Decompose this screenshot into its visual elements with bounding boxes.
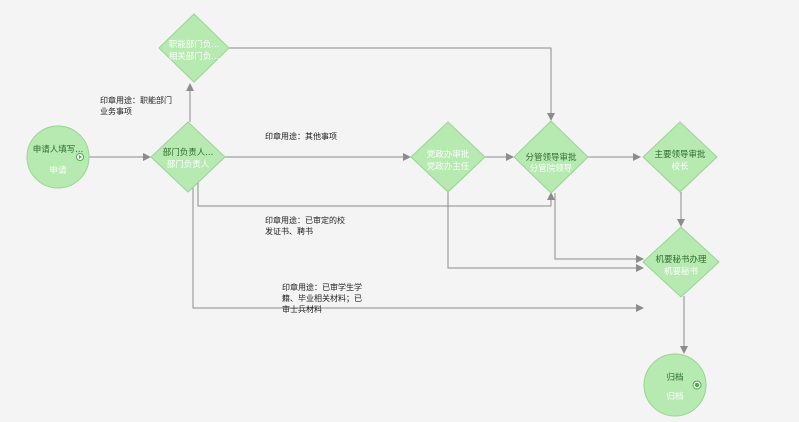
node-main-leader-line1: 主要领导审批 <box>654 149 706 160</box>
node-start-line1: 申请人填写... <box>33 144 84 155</box>
edge-label-approved-cert-1: 印章用途：已审定的校 <box>265 215 345 225</box>
end-marker-icon <box>692 380 702 390</box>
node-archive[interactable]: 归档 归档 <box>643 353 707 417</box>
edges <box>88 47 688 354</box>
node-archive-line2: 归档 <box>666 391 683 402</box>
node-main-leader[interactable]: 主要领导审批 校长 <box>642 121 718 193</box>
edge-dept-head-to-secretary <box>192 182 644 312</box>
node-start-line2: 申请 <box>49 165 67 176</box>
node-archive-line1: 归档 <box>666 372 683 383</box>
node-supervisor[interactable]: 分管领导审批 分管院领导 <box>513 120 589 194</box>
node-dept-head[interactable]: 部门负责人... 部门负责人 <box>150 121 226 193</box>
edge-label-student-materials-3: 审士兵材料 <box>282 304 322 314</box>
node-functional-dept[interactable]: 职能部门负... 相关部门负... <box>158 13 230 83</box>
edge-party-office-to-secretary <box>447 192 644 272</box>
edge-dept-head-to-supervisor-low <box>197 182 555 207</box>
node-main-leader-line2: 校长 <box>671 161 689 172</box>
node-secretary-line1: 机要秘书办理 <box>655 254 707 265</box>
edge-labels: 印章用途：职能部门 业务事项 印章用途：其他事项 印章用途：已审定的校 发证书、… <box>100 95 362 314</box>
node-supervisor-line2: 分管院领导 <box>530 163 573 174</box>
start-marker-icon <box>76 153 84 161</box>
node-secretary-line2: 机要秘书 <box>664 266 699 277</box>
node-functional-line2: 相关部门负... <box>169 51 220 62</box>
node-dept-head-line1: 部门负责人... <box>163 147 214 158</box>
node-party-office-line2: 党政办主任 <box>427 161 470 172</box>
node-dept-head-line2: 部门负责人 <box>167 159 210 170</box>
node-secretary[interactable]: 机要秘书办理 机要秘书 <box>642 226 720 298</box>
edge-label-approved-cert-2: 发证书、聘书 <box>265 226 313 236</box>
edge-label-student-materials-2: 籍、毕业相关材料；已 <box>282 293 362 303</box>
node-party-office-line1: 党政办审批 <box>427 149 470 160</box>
edge-label-functional-use-1: 印章用途：职能部门 <box>100 95 172 105</box>
node-functional-line1: 职能部门负... <box>169 39 220 50</box>
edge-label-student-materials-1: 印章用途：已审学生学 <box>282 282 362 292</box>
edge-functional-to-supervisor <box>225 47 555 121</box>
node-supervisor-line1: 分管领导审批 <box>525 152 577 163</box>
edge-label-other-use: 印章用途：其他事项 <box>265 131 337 141</box>
edge-label-functional-use-2: 业务事项 <box>100 106 132 116</box>
edge-supervisor-to-secretary <box>554 193 644 263</box>
node-party-office[interactable]: 党政办审批 党政办主任 <box>410 121 486 193</box>
node-start[interactable]: 申请人填写... 申请 <box>26 125 90 189</box>
